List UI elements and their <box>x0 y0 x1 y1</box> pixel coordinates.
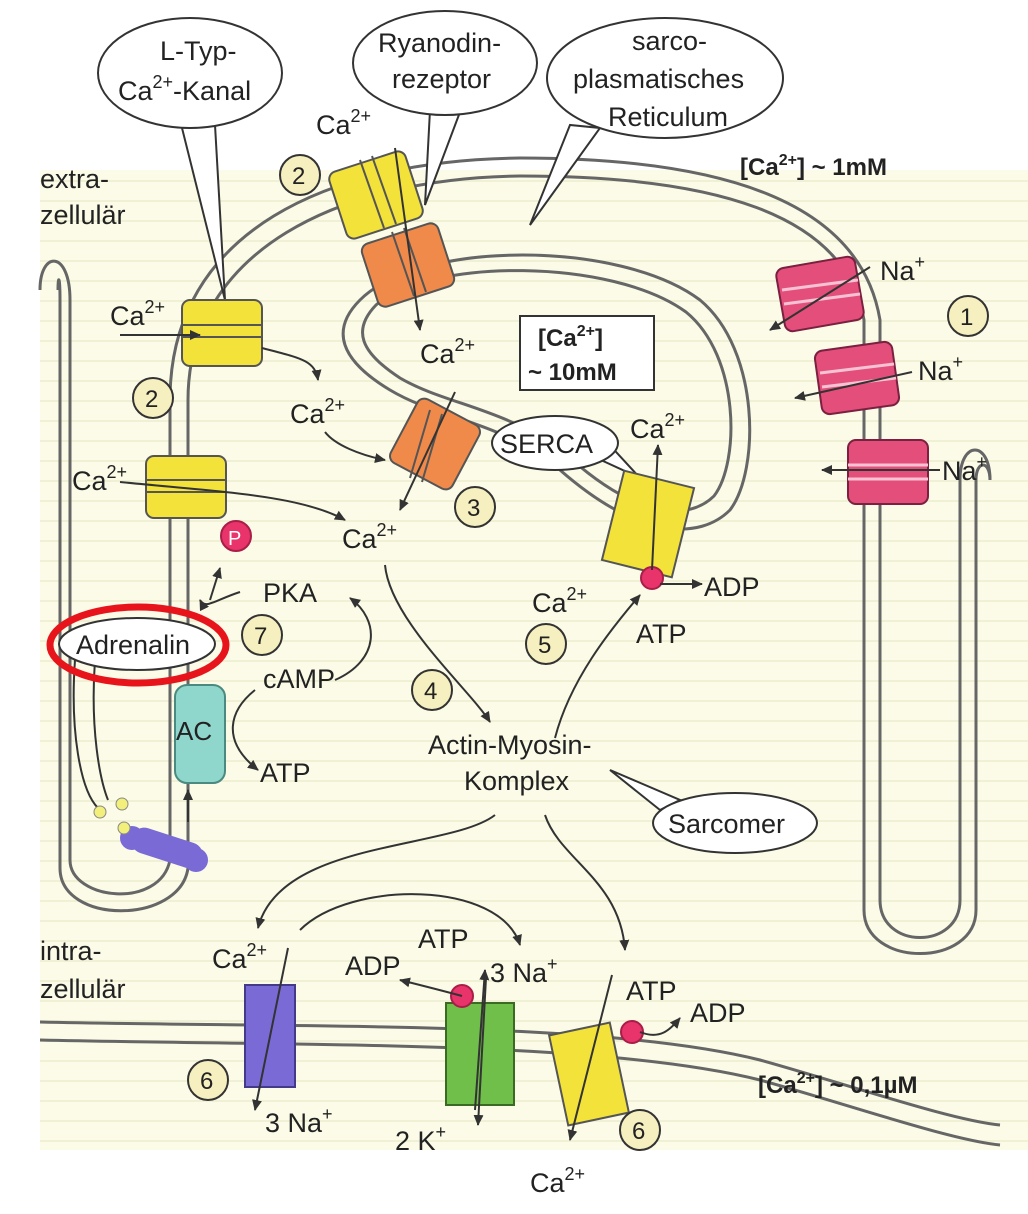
na-channel-1 <box>775 255 865 333</box>
label-camp: cAMP <box>263 664 335 694</box>
label-2k: 2 K+ <box>395 1122 446 1156</box>
step-6-pmca: 6 <box>619 1109 661 1151</box>
lower-membrane <box>39 1020 1001 1127</box>
label-3na-ncx: 3 Na+ <box>265 1104 333 1138</box>
phosphate-group: P <box>220 520 252 552</box>
step-3: 3 <box>454 486 496 528</box>
svg-text:7: 7 <box>254 623 267 650</box>
label-ca-serca-out: Ca2+ <box>630 410 685 444</box>
adrenalin-molecules <box>93 797 131 835</box>
svg-text:2: 2 <box>145 386 158 413</box>
sarcolemma-membrane-inner <box>56 174 992 955</box>
intracellular-label-1: intra- <box>40 936 102 966</box>
step-2-top: 2 <box>279 154 321 196</box>
sarcoplasmic-reticulum-inner <box>361 269 733 513</box>
label-atp-serca: ATP <box>636 619 687 649</box>
extracellular-label-1: extra- <box>40 164 109 194</box>
callout-serca-text: SERCA <box>500 429 593 459</box>
svg-text:2: 2 <box>292 163 305 190</box>
label-adp-pump: ADP <box>345 951 401 981</box>
label-ca-cytosol: Ca2+ <box>342 520 397 554</box>
callout-sarcomer: Sarcomer <box>609 769 818 854</box>
conc-extracellular: [Ca2+] ~ 1mM <box>740 152 887 181</box>
l-type-channel <box>181 299 263 367</box>
step-2-left: 2 <box>132 377 174 419</box>
svg-text:6: 6 <box>200 1068 213 1095</box>
phosphorylated-channel <box>145 455 227 519</box>
serca-pump <box>600 469 696 590</box>
label-actin-line1: Actin-Myosin- <box>428 730 592 760</box>
svg-text:6: 6 <box>632 1118 645 1145</box>
callout-ryanodin-line2: rezeptor <box>392 64 491 94</box>
label-atp-pump: ATP <box>418 924 469 954</box>
label-ca-top: Ca2+ <box>316 106 371 140</box>
callout-serca: SERCA <box>491 415 641 479</box>
callout-ryanodin-line1: Ryanodin- <box>378 28 501 58</box>
pmca-pump <box>547 1020 644 1127</box>
step-4: 4 <box>411 669 453 711</box>
svg-text:4: 4 <box>424 678 437 705</box>
callout-l-type-line1: L-Typ- <box>160 36 237 66</box>
label-actin-line2: Komplex <box>464 766 570 796</box>
lower-membrane-inner <box>39 1038 1001 1147</box>
callout-ryanodin-receptor: Ryanodin- rezeptor <box>352 10 538 206</box>
callout-sr: sarco- plasmatisches Reticulum <box>529 17 784 226</box>
label-atp-pmca: ATP <box>626 976 677 1006</box>
label-adp-pmca: ADP <box>690 998 746 1028</box>
label-adp-serca: ADP <box>704 572 760 602</box>
conc-intracellular: [Ca2+] ~ 0,1µM <box>758 1070 917 1099</box>
label-ca-l-type: Ca2+ <box>110 297 165 331</box>
label-na-2: Na+ <box>918 352 963 386</box>
callout-sr-line2: plasmatisches <box>573 64 744 94</box>
label-ca-phos: Ca2+ <box>72 462 127 496</box>
label-na-1: Na+ <box>880 252 925 286</box>
conc-sr-box: [Ca2+] ~ 10mM <box>519 315 655 391</box>
conc-sr-ion: [Ca2+] <box>538 323 603 352</box>
step-7: 7 <box>241 614 283 656</box>
extracellular-label-2: zellulär <box>40 200 126 230</box>
step-5: 5 <box>525 623 567 665</box>
label-ca-serca-in: Ca2+ <box>532 584 587 618</box>
adrenalin-receptor <box>120 826 208 872</box>
adenylyl-cyclase: AC <box>174 684 226 784</box>
label-pka: PKA <box>263 578 317 608</box>
label-3na-pump: 3 Na+ <box>490 954 558 988</box>
label-atp-ac: ATP <box>260 758 311 788</box>
callout-sr-line1: sarco- <box>632 26 707 56</box>
callout-adrenalin: Adrenalin <box>46 603 230 809</box>
label-ca-mid: Ca2+ <box>290 395 345 429</box>
conc-sr-value: ~ 10mM <box>528 359 617 386</box>
callout-l-type-ca: Ca2+-Kanal <box>118 72 251 106</box>
sarcoplasmic-reticulum <box>341 253 752 531</box>
label-ca-pmca: Ca2+ <box>530 1164 585 1198</box>
step-1: 1 <box>947 295 989 337</box>
na-channel-2 <box>813 340 901 416</box>
callout-adrenalin-text: Adrenalin <box>76 630 190 660</box>
label-ca-sr-release: Ca2+ <box>420 335 475 369</box>
step-6-ncx: 6 <box>187 1059 229 1101</box>
callout-sarcomer-text: Sarcomer <box>668 809 785 839</box>
callout-sr-line3: Reticulum <box>608 102 728 132</box>
svg-text:3: 3 <box>467 495 480 522</box>
svg-text:5: 5 <box>538 632 551 659</box>
label-na-3: Na+ <box>942 452 987 486</box>
na-channel-3 <box>847 439 929 505</box>
intracellular-label-2: zellulär <box>40 974 126 1004</box>
ac-label: AC <box>176 716 212 746</box>
svg-text:P: P <box>228 528 241 550</box>
highlight-ring <box>46 603 230 687</box>
callout-l-type-channel: L-Typ- Ca2+-Kanal <box>97 17 283 301</box>
ryanodin-channel-lower <box>360 222 456 308</box>
sarcolemma-membrane <box>38 156 992 939</box>
svg-text:1: 1 <box>960 304 973 331</box>
label-ca-ncx: Ca2+ <box>212 940 267 974</box>
